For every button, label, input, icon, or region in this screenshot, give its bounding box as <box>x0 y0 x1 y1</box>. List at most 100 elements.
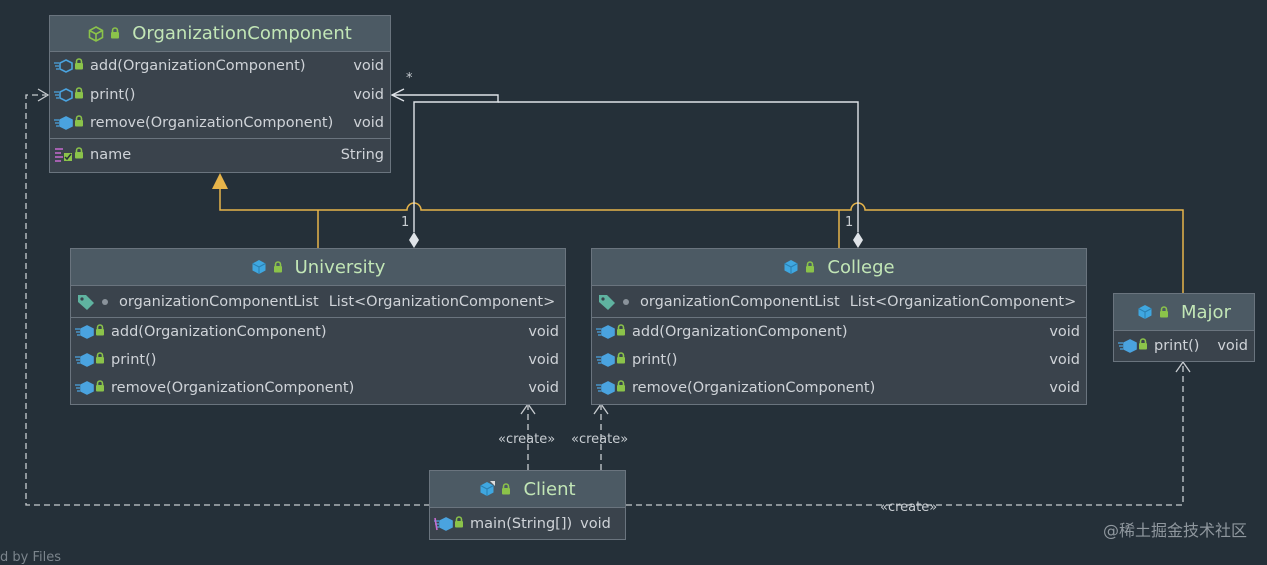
class-header[interactable]: University <box>71 249 565 286</box>
class-title: OrganizationComponent <box>132 23 352 44</box>
method-name: add(OrganizationComponent) <box>632 323 848 340</box>
method-name: print() <box>632 351 678 368</box>
method-row[interactable]: print() void <box>50 81 390 110</box>
method-icon <box>54 87 74 102</box>
method-type: void <box>1049 380 1080 397</box>
method-row[interactable]: remove(OrganizationComponent) void <box>71 374 565 403</box>
method-name: print() <box>1154 338 1200 354</box>
method-name: add(OrganizationComponent) <box>111 323 327 340</box>
method-name: remove(OrganizationComponent) <box>632 380 876 397</box>
class-icon <box>479 481 496 497</box>
lock-icon <box>273 257 283 278</box>
class-header[interactable]: Client <box>430 471 625 508</box>
lock-icon <box>616 323 626 340</box>
method-icon <box>75 381 95 396</box>
class-icon <box>251 259 267 275</box>
method-row[interactable]: remove(OrganizationComponent) void <box>592 374 1086 403</box>
lock-icon <box>74 115 84 131</box>
footer-cut-text: d by Files <box>0 550 61 565</box>
method-type: void <box>353 58 384 75</box>
class-header[interactable]: College <box>592 249 1086 286</box>
class-major[interactable]: Major print() void <box>1113 293 1255 362</box>
method-icon <box>596 324 616 339</box>
class-title: College <box>827 256 895 278</box>
composition-diamond-university <box>409 232 419 248</box>
class-organization-component[interactable]: OrganizationComponent add(OrganizationCo… <box>49 15 391 173</box>
method-row[interactable]: add(OrganizationComponent) void <box>71 317 565 346</box>
lock-icon <box>110 23 120 44</box>
inheritance-arrowhead <box>212 173 228 189</box>
create-label-college: «create» <box>571 432 629 447</box>
lock-icon <box>74 86 84 103</box>
method-name: remove(OrganizationComponent) <box>90 115 334 132</box>
lock-icon <box>805 257 815 278</box>
package-private-dot-icon <box>101 298 109 306</box>
class-title: University <box>294 256 386 278</box>
method-row[interactable]: add(OrganizationComponent) void <box>592 317 1086 346</box>
method-row[interactable]: remove(OrganizationComponent) void <box>50 109 390 138</box>
class-college[interactable]: College organizationComponentList List<O… <box>591 248 1087 405</box>
field-type: List<OrganizationComponent> <box>849 293 1077 310</box>
multiplicity-one-university: 1 <box>401 215 410 230</box>
multiplicity-one-college: 1 <box>845 215 854 230</box>
field-row[interactable]: name String <box>50 137 390 171</box>
main-method-icon <box>434 516 454 531</box>
method-type: void <box>1217 338 1248 354</box>
class-header[interactable]: Major <box>1114 294 1254 331</box>
composition-diamond-college <box>853 232 863 248</box>
method-type: void <box>528 351 559 368</box>
lock-icon <box>1159 302 1169 323</box>
method-icon <box>75 324 95 339</box>
method-row[interactable]: main(String[]) void <box>430 508 625 539</box>
method-type: void <box>1049 351 1080 368</box>
method-type: void <box>353 86 384 103</box>
method-type: void <box>528 380 559 397</box>
field-row[interactable]: organizationComponentList List<Organizat… <box>71 286 565 317</box>
method-icon <box>596 352 616 367</box>
method-type: void <box>1049 323 1080 340</box>
field-row[interactable]: organizationComponentList List<Organizat… <box>592 286 1086 317</box>
multiplicity-many: * <box>406 71 413 86</box>
tag-icon <box>598 294 616 310</box>
watermark: @稀土掘金技术社区 <box>1102 521 1247 540</box>
field-name: organizationComponentList <box>119 293 319 310</box>
method-icon <box>75 352 95 367</box>
field-name: organizationComponentList <box>640 293 840 310</box>
class-client[interactable]: Client main(String[]) void <box>429 470 626 540</box>
method-name: main(String[]) <box>470 515 573 532</box>
lock-icon <box>95 351 105 368</box>
lock-icon <box>616 351 626 368</box>
method-row[interactable]: print() void <box>71 346 565 375</box>
class-icon <box>1137 304 1153 320</box>
method-icon <box>54 116 74 131</box>
inheritance-lines <box>219 186 1184 295</box>
class-university[interactable]: University organizationComponentList Lis… <box>70 248 566 405</box>
create-label-major: «create» <box>880 500 938 515</box>
lock-icon <box>74 58 84 74</box>
create-label-university: «create» <box>498 432 556 447</box>
method-icon <box>1118 339 1138 353</box>
method-name: remove(OrganizationComponent) <box>111 380 355 397</box>
lock-icon <box>95 380 105 396</box>
lock-icon <box>95 323 105 340</box>
dependency-lines <box>25 94 1184 506</box>
tag-icon <box>77 294 95 310</box>
method-type: void <box>528 323 559 340</box>
field-type: List<OrganizationComponent> <box>328 293 556 310</box>
field-type: String <box>340 146 384 163</box>
class-icon <box>783 259 799 275</box>
class-title: Major <box>1181 301 1231 323</box>
method-row[interactable]: print() void <box>592 346 1086 375</box>
method-name: print() <box>111 351 157 368</box>
method-name: print() <box>90 86 136 103</box>
class-title: Client <box>523 478 576 500</box>
method-type: void <box>353 115 384 132</box>
method-row[interactable]: add(OrganizationComponent) void <box>50 52 390 81</box>
class-header[interactable]: OrganizationComponent <box>50 16 390 52</box>
method-name: add(OrganizationComponent) <box>90 58 306 75</box>
package-private-dot-icon <box>622 298 630 306</box>
field-name: name <box>90 146 132 163</box>
lock-icon <box>616 380 626 396</box>
method-row[interactable]: print() void <box>1114 331 1254 361</box>
